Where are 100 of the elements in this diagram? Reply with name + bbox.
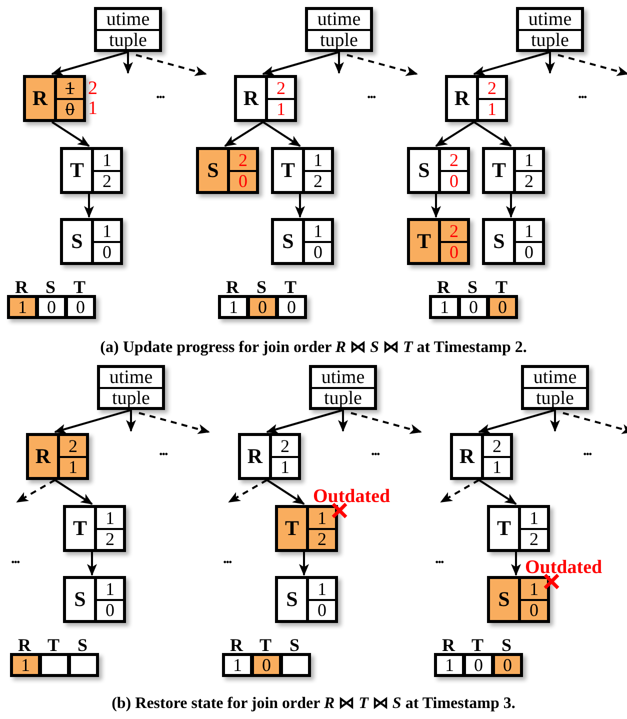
arrow	[87, 552, 97, 576]
relation-node	[445, 75, 508, 122]
value-cell-text: 0	[64, 100, 76, 119]
arrow	[473, 51, 550, 76]
counter-cell: 0	[487, 295, 518, 319]
relation-node	[234, 75, 297, 122]
relation-node	[271, 218, 334, 265]
arrow	[51, 121, 90, 147]
ellipsis: ...	[371, 443, 380, 460]
field-label: tuple	[323, 389, 363, 408]
arrow	[550, 410, 560, 432]
arrow	[123, 52, 133, 74]
ellipsis: ...	[583, 443, 592, 460]
field-label: tuple	[319, 31, 359, 50]
status-label: Outdated	[525, 557, 602, 578]
counter-cell: 0	[247, 295, 278, 319]
field-label: utime	[97, 10, 159, 31]
arrow	[262, 51, 340, 76]
field-label: utime	[524, 368, 586, 389]
arrow	[511, 552, 521, 576]
value-cell-text: 1	[280, 458, 290, 477]
value-cell: 2	[60, 436, 86, 458]
value-cell: 1	[57, 78, 83, 100]
arrow	[84, 194, 94, 218]
relation-name: S	[63, 221, 94, 262]
column-header: T	[283, 279, 298, 295]
arrow	[350, 412, 422, 434]
arrow	[562, 412, 627, 434]
relation-name: R	[26, 78, 57, 119]
relation-name: T	[485, 150, 516, 191]
relation-name: S	[274, 221, 305, 262]
counter-cell: 0	[251, 653, 282, 677]
relation-node	[407, 147, 470, 194]
arrow	[545, 52, 555, 74]
relation-name: R	[241, 436, 272, 477]
arrow	[338, 410, 348, 432]
value-cell-text: 2	[524, 172, 534, 191]
value-cell: 1	[516, 150, 542, 172]
column-header: S	[288, 637, 300, 653]
value-cell-text: 2	[528, 530, 540, 549]
relation-node	[60, 147, 123, 194]
relation-node	[26, 433, 89, 480]
new-value: 1	[88, 99, 98, 118]
value-cell: 1	[97, 508, 123, 530]
column-header: R	[225, 279, 240, 295]
column-header: S	[255, 279, 268, 295]
relation-node	[482, 218, 545, 265]
value-cell-text: 0	[312, 242, 324, 262]
arrow	[295, 194, 305, 218]
value-cell: 2	[441, 221, 467, 242]
arrow	[435, 121, 475, 147]
relation-node	[487, 505, 550, 552]
value-cell: 1	[521, 508, 547, 530]
arrow	[266, 409, 344, 434]
value-cell-text: 1	[486, 100, 498, 119]
field-label: tuple	[535, 389, 575, 408]
column-header: S	[44, 279, 56, 295]
arrow	[228, 479, 268, 503]
value-cell: 2	[441, 150, 467, 172]
arrow	[299, 552, 309, 576]
relation-name: T	[278, 508, 309, 549]
arrow	[431, 194, 441, 218]
value-cell-text: 0	[448, 172, 460, 191]
field-label: utime	[308, 10, 370, 31]
column-header: R	[17, 637, 32, 653]
relation-node	[60, 218, 123, 265]
arrow	[262, 121, 301, 147]
column-header: T	[470, 637, 484, 653]
value-cell: 1	[97, 579, 123, 600]
counter-cell: 0	[492, 653, 523, 677]
value-cell-text: 0	[524, 242, 534, 262]
arrow	[54, 409, 132, 434]
relation-name: R	[237, 78, 268, 119]
arrow	[506, 194, 516, 218]
counter-cell: 1	[218, 295, 249, 319]
value-cell: 2	[479, 78, 505, 100]
relation-name: R	[29, 436, 60, 477]
value-cell-text: 0	[528, 600, 540, 620]
value-cell-text: 2	[102, 172, 112, 191]
relation-name: T	[490, 508, 521, 549]
arrow	[558, 54, 627, 76]
value-cell: 1	[521, 579, 547, 600]
column-header: R	[436, 279, 452, 295]
relation-node	[271, 147, 334, 194]
column-header: T	[494, 279, 508, 295]
value-cell: 2	[272, 436, 298, 458]
counter-cell: 1	[7, 295, 38, 319]
value-cell-text: 0	[448, 242, 460, 262]
value-cell-text: 0	[102, 242, 112, 262]
value-cell: 2	[268, 78, 294, 100]
caption: (a) Update progress for join order R ⋈ S ⋈ T at Timestamp 2.	[99, 338, 528, 357]
ellipsis: ...	[578, 86, 586, 103]
relation-node	[450, 433, 513, 480]
ellipsis: ...	[367, 86, 376, 103]
ellipsis: ...	[11, 551, 20, 568]
relation-name: S	[278, 579, 309, 620]
column-header: T	[258, 637, 272, 653]
relation-name: T	[66, 508, 97, 549]
value-cell: 1	[309, 508, 335, 530]
arrow	[138, 412, 210, 434]
